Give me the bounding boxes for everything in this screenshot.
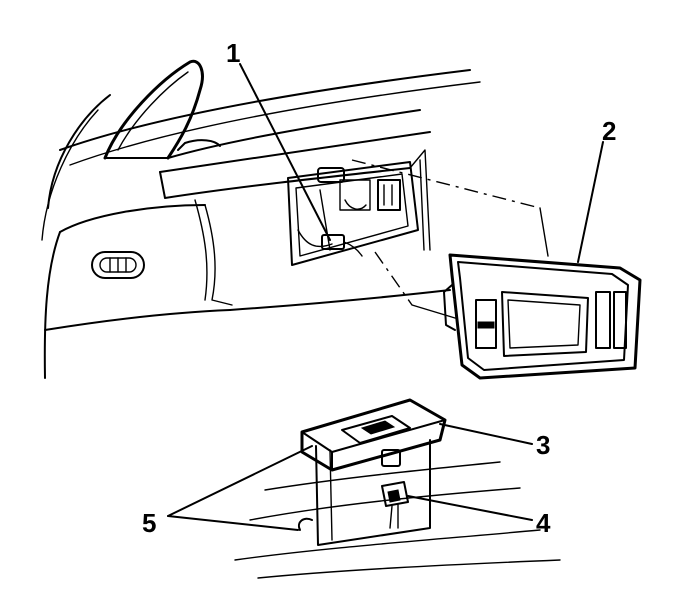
callout-2: 2 [602, 116, 616, 146]
air-vent-icon [91, 251, 145, 279]
dashboard-illustration [41, 59, 481, 379]
leader-lines [167, 63, 604, 531]
callout-5: 5 [142, 508, 156, 538]
callout-3: 3 [536, 430, 550, 460]
switch-bezel [443, 253, 642, 380]
callout-4: 4 [536, 508, 551, 538]
window-switch-illustration [234, 398, 561, 579]
callout-1: 1 [226, 38, 240, 68]
